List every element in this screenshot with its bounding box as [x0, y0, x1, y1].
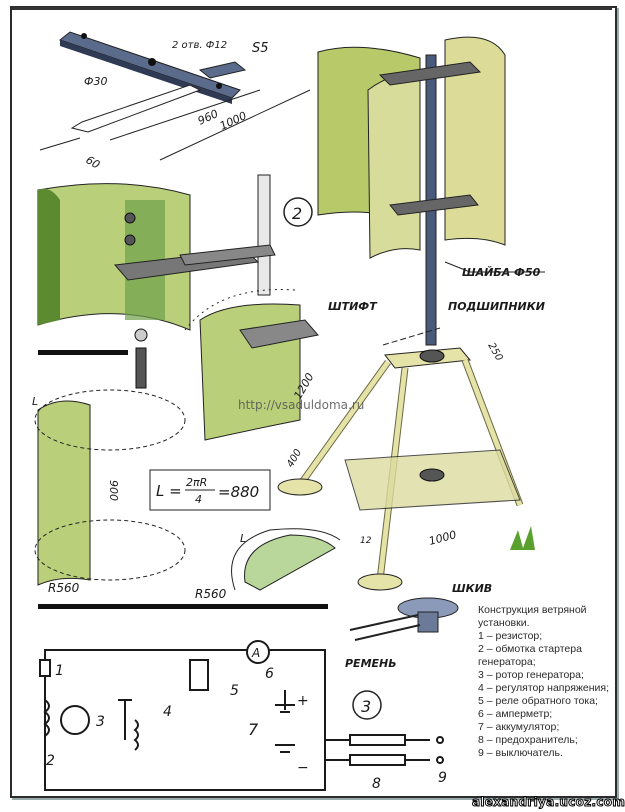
- legend-item: 6 – амперметр;: [478, 708, 553, 720]
- thickness-12-label: 12: [360, 536, 372, 546]
- divider-3: [38, 604, 328, 609]
- end-plate-radius-label: R560: [195, 587, 227, 601]
- marker-3-circle: [352, 690, 382, 720]
- marker-2: 2: [292, 204, 302, 223]
- holes-label: 2 отв. Ф12: [172, 40, 227, 51]
- legend-item: 2 – обмотка стартера генератора;: [478, 643, 582, 668]
- top-rule: [12, 7, 612, 10]
- legend-item: 5 – реле обратного тока;: [478, 695, 598, 707]
- plus-sign: +: [297, 693, 309, 709]
- end-plate-arc-label: L: [240, 532, 246, 545]
- legend-item: 4 – регулятор напряжения;: [478, 682, 610, 694]
- legend-title: Конструкция ветряной установки.: [478, 604, 587, 629]
- blade-radius-label: R560: [48, 581, 80, 595]
- label-1: 1: [55, 663, 64, 679]
- marker-2-circle: [283, 197, 313, 227]
- label-6: 6: [265, 666, 274, 682]
- crossbar-drawing: 2 отв. Ф12 S5 Ф30 960 1000 60: [39, 31, 311, 172]
- label-2: 2: [46, 753, 55, 769]
- circuit-labels: 1 2 3 4 5 6 A 7 + − 8 9 3: [46, 646, 447, 792]
- site-watermark: alexandriya.ucoz.com: [471, 795, 625, 810]
- circuit-schematic: [39, 640, 444, 791]
- minus-sign: −: [297, 760, 309, 776]
- formula-denominator: 4: [195, 493, 202, 506]
- marker-3: 3: [361, 697, 371, 716]
- pin-label: ШТИФТ: [328, 300, 378, 313]
- washer-label: ШАЙБА Ф50: [462, 266, 541, 279]
- length-1000-label: 1000: [218, 109, 249, 133]
- stand-drawing: ШТИФТ ПОДШИПНИКИ 250 1200 400 1000: [277, 300, 545, 591]
- belt-label: РЕМЕНЬ: [345, 657, 397, 670]
- grass-icon: [510, 526, 535, 550]
- blade-height-label: 900: [107, 480, 120, 501]
- formula-rhs: =880: [218, 483, 259, 501]
- thickness-label: S5: [252, 41, 269, 56]
- blade-mount-drawing: 2: [37, 174, 313, 389]
- blade-arc-label: L: [32, 395, 38, 408]
- label-3: 3: [96, 714, 105, 730]
- width-60-label: 60: [84, 153, 103, 171]
- legend-item: 1 – резистор;: [478, 630, 543, 642]
- hole-dia-label: Ф30: [84, 75, 107, 88]
- end-plate-drawing: L R560 12: [195, 528, 372, 601]
- formula-lhs: L =: [156, 482, 182, 500]
- pulley-label: ШКИВ: [452, 582, 492, 595]
- legend-item: 7 – аккумулятор;: [478, 721, 560, 733]
- end-plate-rivets: [184, 289, 319, 441]
- legend: Конструкция ветряной установки. 1 – рези…: [478, 604, 618, 760]
- rotor-drawing: ШАЙБА Ф50: [317, 36, 545, 346]
- legend-item: 3 – ротор генератора;: [478, 669, 584, 681]
- foot-size-label: 400: [285, 447, 304, 469]
- label-5: 5: [230, 683, 239, 699]
- formula-numerator: 2πR: [186, 476, 207, 489]
- base-size-label: 1000: [427, 528, 457, 548]
- top-size-label: 250: [485, 341, 504, 363]
- pulley-drawing: ШКИВ РЕМЕНЬ: [345, 582, 492, 670]
- label-8: 8: [372, 776, 381, 792]
- watermark: http://vsaduldoma.ru: [238, 398, 365, 412]
- blade-geometry-drawing: L 900 R560 L = 2πR 4 =880: [32, 389, 271, 595]
- label-9: 9: [438, 770, 447, 786]
- legend-item: 8 – предохранитель;: [478, 734, 578, 746]
- divider-1: [38, 350, 128, 355]
- label-4: 4: [163, 704, 172, 720]
- label-7: 7: [248, 720, 259, 739]
- ammeter-symbol: A: [251, 646, 260, 660]
- legend-item: 9 – выключатель.: [478, 747, 563, 759]
- bearings-label: ПОДШИПНИКИ: [448, 300, 545, 313]
